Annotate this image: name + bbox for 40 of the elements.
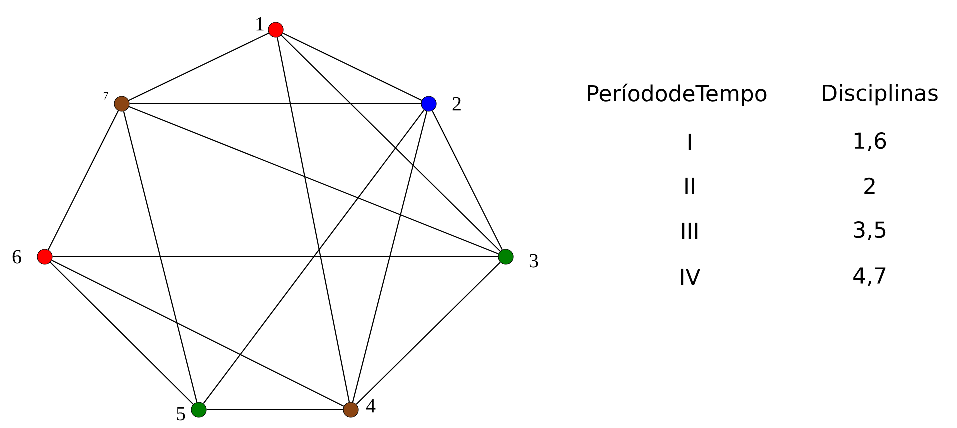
vertex-number: 4: [366, 399, 376, 413]
edge-line: [48, 110, 119, 250]
vertex-number: 2: [452, 97, 461, 111]
table-cell: 2: [864, 178, 875, 194]
edge-line: [356, 262, 501, 405]
vertex-number: 7: [104, 92, 108, 100]
column-header: PeríododeTempo: [588, 84, 767, 106]
edge-line: [432, 110, 503, 250]
edge-line: [128, 32, 270, 102]
edge-line: [206, 409, 344, 411]
table-cell: II: [686, 178, 694, 194]
edge-line: [203, 110, 425, 404]
vertex-number: 6: [12, 250, 22, 264]
edge-line: [352, 111, 428, 403]
vertex-dot: [498, 249, 514, 265]
edge-line: [276, 38, 350, 402]
edge-line: [281, 35, 501, 252]
edge-line: [52, 260, 344, 407]
edge-line: [282, 32, 422, 102]
table-cell: 1,6: [854, 132, 886, 152]
vertex-dot: [114, 96, 130, 112]
edge-line: [130, 103, 422, 105]
table-cell: III: [682, 222, 698, 240]
table-cell: 3,5: [854, 222, 886, 240]
vertex-dot: [37, 249, 53, 265]
vertex-number: 5: [177, 407, 186, 421]
edge-line: [129, 106, 499, 255]
vertex-number: 1: [256, 17, 264, 31]
vertex-dot: [191, 402, 207, 418]
edge-line: [123, 111, 198, 403]
vertex-number: 3: [530, 254, 538, 268]
table-cell: IV: [681, 268, 701, 286]
vertex-dot: [421, 96, 437, 112]
edge-line: [52, 256, 498, 258]
edge-line: [50, 262, 194, 405]
vertex-dot: [343, 402, 359, 418]
table-cell: I: [688, 134, 692, 150]
table-cell: 4,7: [854, 268, 886, 286]
vertex-dot: [268, 22, 284, 38]
column-header: Disciplinas: [823, 84, 938, 106]
